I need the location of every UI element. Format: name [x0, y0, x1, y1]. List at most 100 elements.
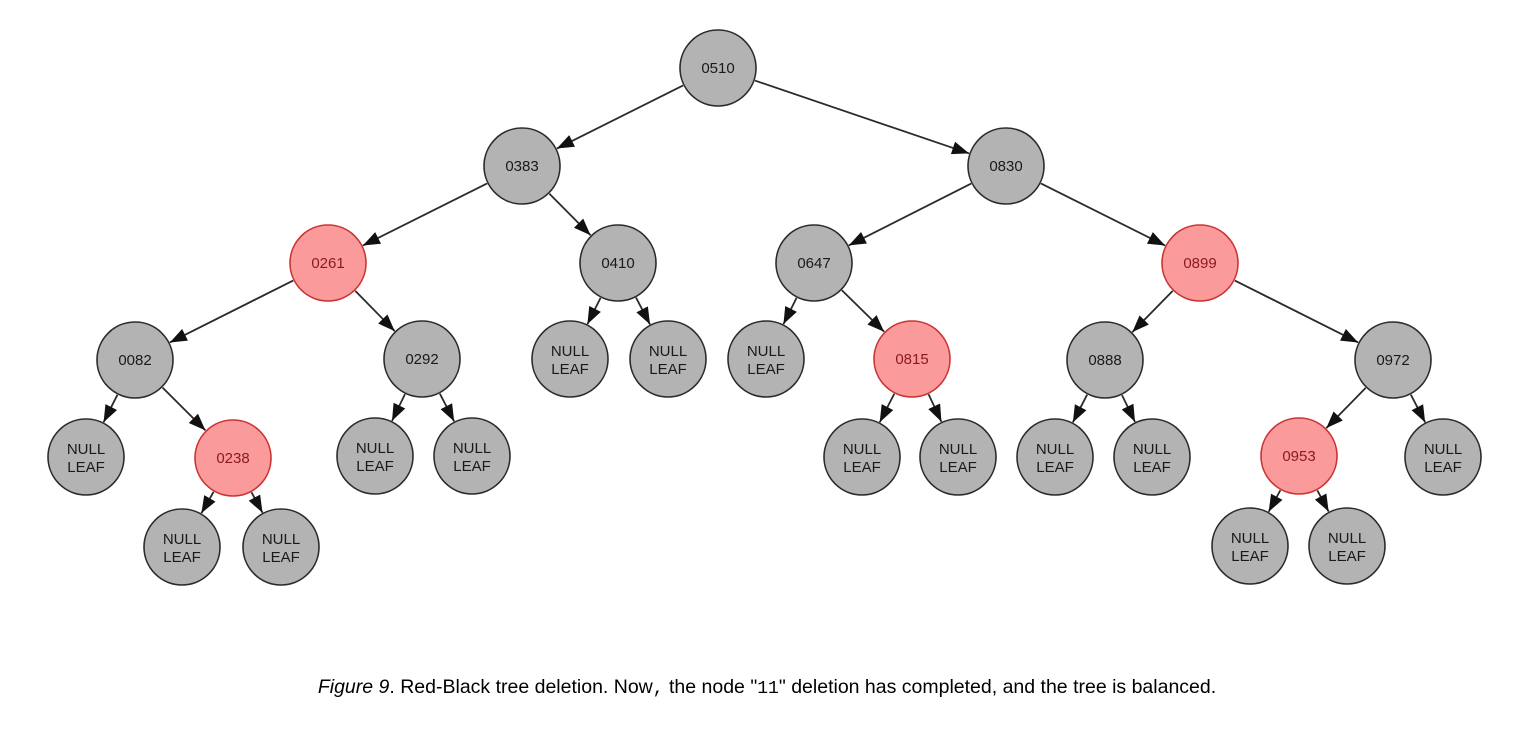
edge-arrowhead-icon	[783, 306, 797, 325]
tree-node-0292[interactable]: 0292	[383, 320, 461, 398]
tree-edge	[1040, 182, 1166, 247]
edge-arrowhead-icon	[636, 306, 650, 325]
tree-node-0647[interactable]: 0647	[775, 224, 853, 302]
tree-node-0899[interactable]: 0899	[1161, 224, 1239, 302]
edge-arrowhead-icon	[169, 329, 188, 343]
null-leaf-label-line2: LEAF	[1231, 548, 1269, 565]
tree-edge	[878, 393, 896, 423]
tree-node-0238[interactable]: 0238	[194, 419, 272, 497]
figure-number: Figure 9	[317, 676, 390, 698]
null-leaf-label-line1: NULL	[1133, 441, 1171, 458]
edge-arrowhead-icon	[378, 314, 395, 332]
tree-node-0082[interactable]: 0082	[96, 321, 174, 399]
node-circle-black	[1308, 507, 1386, 585]
edge-arrowhead-icon	[188, 413, 206, 431]
node-key-label: 0238	[216, 450, 249, 467]
tree-edge	[754, 79, 970, 155]
tree-node-0261[interactable]: 0261	[289, 224, 367, 302]
edge-arrowhead-icon	[1121, 403, 1135, 422]
tree-edge	[1121, 394, 1136, 423]
edge-line	[1040, 182, 1166, 247]
tree-node-0972[interactable]: 0972	[1354, 321, 1432, 399]
node-circle-black	[1211, 507, 1289, 585]
tree-edge	[548, 193, 592, 236]
tree-node-0888[interactable]: 0888	[1066, 321, 1144, 399]
edge-arrowhead-icon	[848, 231, 867, 246]
edge-line	[848, 182, 972, 247]
null-leaf-label-line2: LEAF	[262, 549, 300, 566]
tree-edge	[161, 386, 207, 432]
null-leaf-label-line1: NULL	[551, 343, 589, 360]
edge-arrowhead-icon	[573, 218, 591, 236]
node-circle-black	[1066, 321, 1144, 399]
node-circle-red	[1161, 224, 1239, 302]
node-circle-black	[336, 417, 414, 495]
null-leaf-label-line1: NULL	[843, 441, 881, 458]
edge-arrowhead-icon	[103, 404, 118, 423]
node-circle-black	[47, 418, 125, 496]
node-circle-black	[823, 418, 901, 496]
edge-line	[754, 79, 970, 155]
edge-arrowhead-icon	[1340, 329, 1359, 343]
tree-node-0410[interactable]: 0410	[579, 224, 657, 302]
tree-edge	[362, 182, 488, 247]
tree-edge	[1072, 394, 1088, 423]
node-key-label: 0647	[797, 255, 830, 272]
tree-edge	[1234, 279, 1359, 344]
null-leaf-label-line1: NULL	[939, 441, 977, 458]
node-circle-black	[1016, 418, 1094, 496]
tree-node-0830[interactable]: 0830	[967, 127, 1045, 205]
node-key-label: 0830	[989, 158, 1022, 175]
edge-arrowhead-icon	[556, 135, 575, 149]
null-leaf-label-line2: LEAF	[649, 361, 687, 378]
null-leaf-label-line1: NULL	[1424, 441, 1462, 458]
tree-edge	[927, 393, 943, 423]
tree-edge	[102, 394, 119, 423]
edge-arrowhead-icon	[201, 495, 216, 514]
tree-node-0953[interactable]: 0953	[1260, 417, 1338, 495]
red-black-tree-diagram: 0510 0383 0830 0261 0410 0647 0899 0082 0292 0888…	[47, 29, 1482, 586]
tree-edge	[248, 491, 264, 514]
null-leaf-label-line1: NULL	[649, 343, 687, 360]
edge-arrowhead-icon	[587, 306, 601, 325]
tree-node-0383[interactable]: 0383	[483, 127, 561, 205]
edge-arrowhead-icon	[950, 141, 970, 155]
tree-edge	[391, 393, 406, 422]
node-key-label: 0972	[1376, 352, 1409, 369]
node-circle-black	[727, 320, 805, 398]
null-leaf-label-line1: NULL	[1036, 441, 1074, 458]
edge-arrowhead-icon	[362, 232, 381, 246]
tree-edge	[556, 84, 684, 150]
node-circle-black	[629, 320, 707, 398]
edge-arrowhead-icon	[1072, 404, 1087, 423]
tree-edges-group	[102, 79, 1426, 514]
null-leaf-label-line1: NULL	[1231, 530, 1269, 547]
caption-text-part1: . Red-Black tree deletion. Now	[389, 676, 653, 698]
node-key-label: 0815	[895, 351, 928, 368]
tree-edge	[841, 289, 885, 333]
tree-node-0510[interactable]: 0510	[679, 29, 757, 107]
tree-node-0815[interactable]: 0815	[873, 320, 951, 398]
null-leaf-label-line2: LEAF	[163, 549, 201, 566]
node-circle-red	[289, 224, 367, 302]
null-leaf-label-line2: LEAF	[1328, 548, 1366, 565]
node-key-label: 0510	[701, 60, 734, 77]
null-leaf-label-line2: LEAF	[939, 459, 977, 476]
null-leaf-label-line1: NULL	[747, 343, 785, 360]
null-leaf-label-line2: LEAF	[67, 459, 105, 476]
